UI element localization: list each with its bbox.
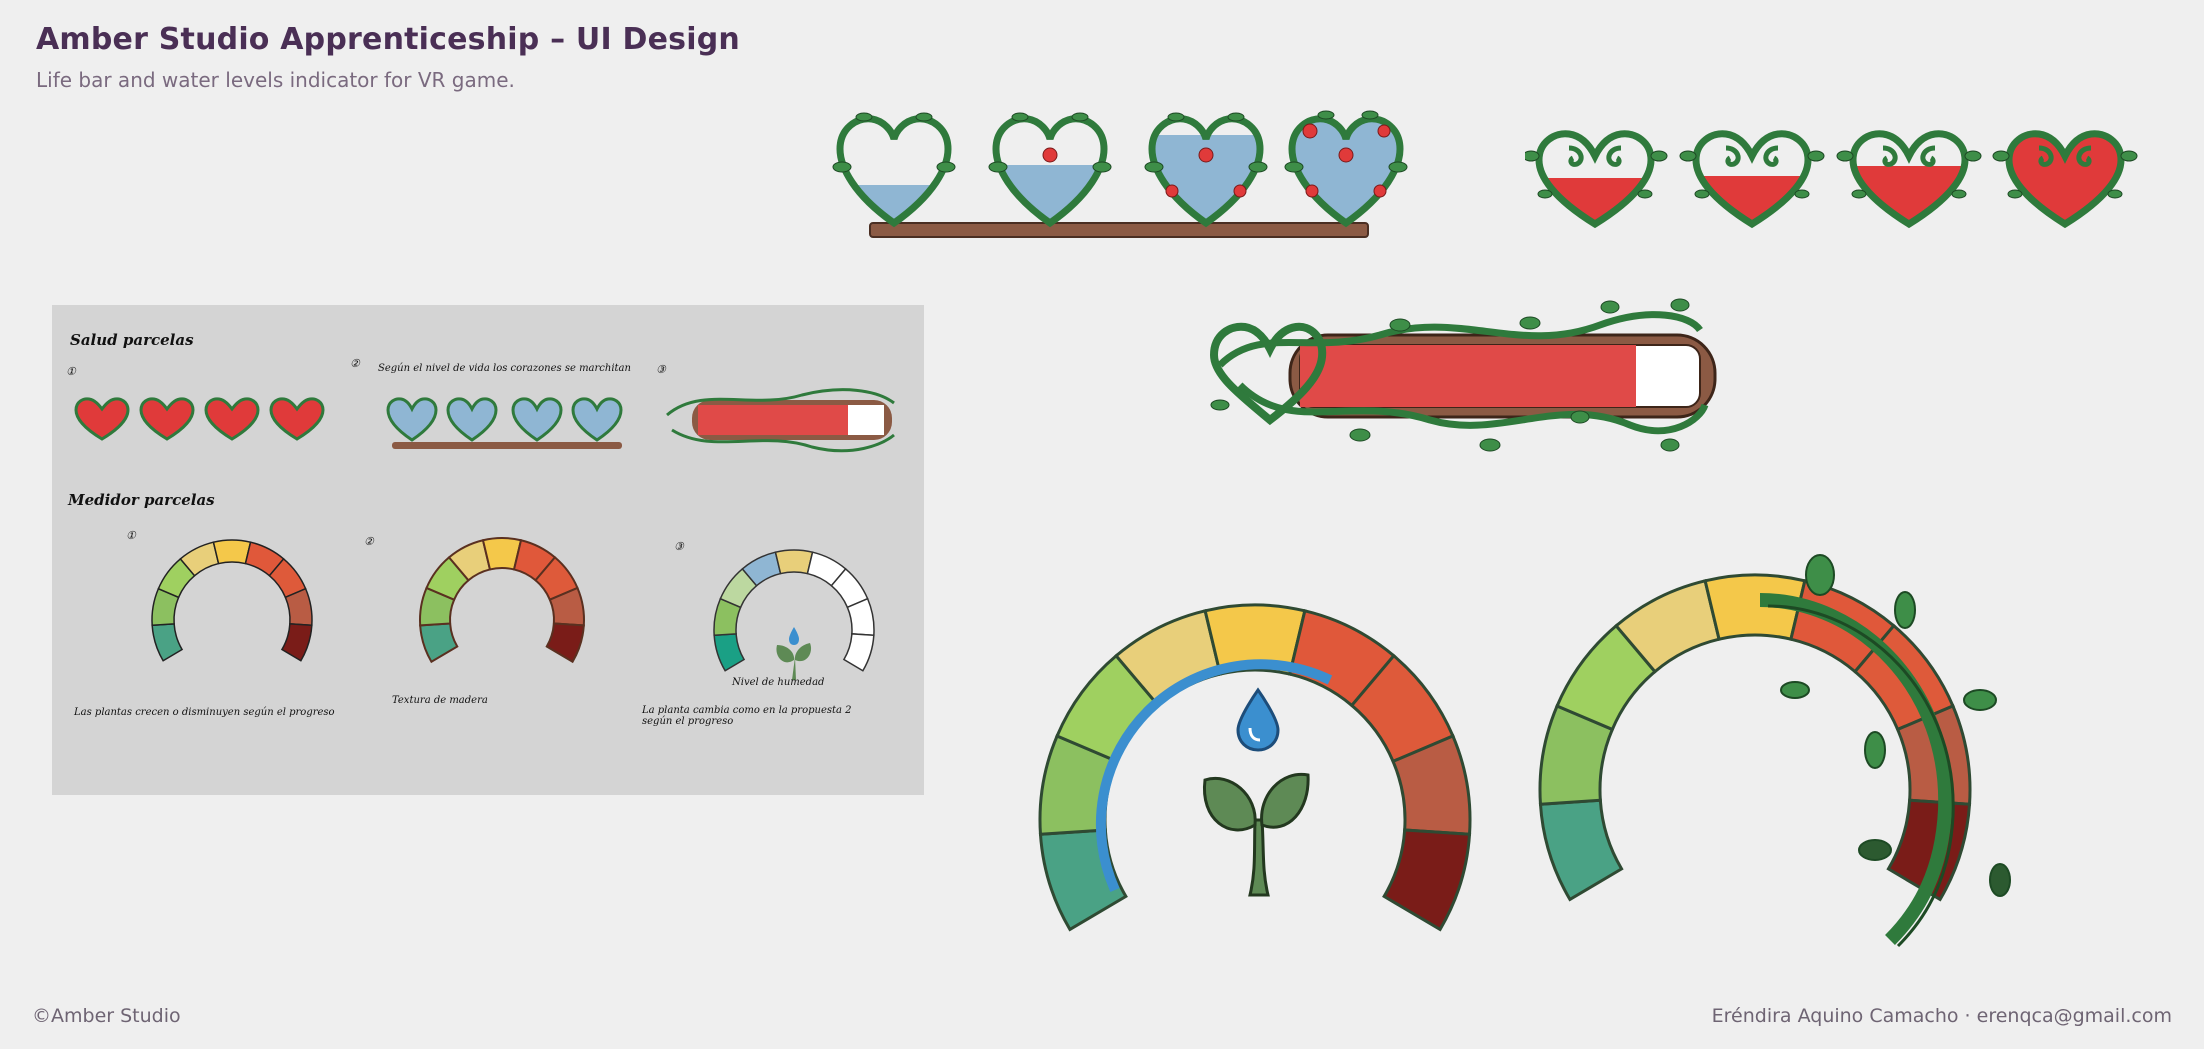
sketch-note-gauge-3-label: Nivel de humedad [732, 677, 825, 688]
page-subtitle: Life bar and water levels indicator for … [36, 68, 515, 92]
sketch-section-2-title: Medidor parcelas [68, 491, 215, 509]
gauge-segment [212, 539, 252, 565]
sketch-note-gauge-3: La planta cambia como en la propuesta 2 … [642, 705, 852, 727]
gauge-segment [481, 537, 523, 571]
gauge-segment [713, 633, 746, 672]
gauge-segment [1349, 653, 1455, 764]
gauge-segment [545, 622, 585, 664]
gauge-segment [842, 633, 875, 672]
gauge-segment [1538, 798, 1624, 902]
page-title: Amber Studio Apprenticeship – UI Design [36, 22, 740, 57]
water-heart-4 [1284, 110, 1408, 228]
sketch-health-hearts [74, 397, 325, 441]
sketch-water-hearts [386, 397, 623, 449]
leaf-icon [1989, 863, 2011, 897]
sketch-gauge-2 [419, 537, 585, 664]
gauge-segment [846, 597, 875, 637]
gauge-segment [830, 567, 869, 609]
gauge-segment [806, 551, 847, 587]
gauge-segment [179, 541, 220, 577]
gauge-segment [534, 555, 579, 601]
water-drop-icon [1236, 687, 1280, 752]
leaf-icon [1780, 681, 1810, 699]
footer-author: Eréndira Aquino Camacho · erenqca@gmail.… [1711, 1005, 2172, 1027]
health-heart-1 [1525, 134, 1667, 228]
gauge-segment [268, 557, 307, 599]
gauge-segment [157, 557, 196, 599]
gauge-segment [1538, 704, 1615, 806]
leaf-icon [1858, 839, 1892, 861]
water-heart-1 [832, 112, 956, 228]
health-hearts-indicator [1525, 120, 2150, 230]
water-level-gauge [1038, 603, 1472, 932]
gauge-segment [512, 539, 557, 582]
life-bar-fill [1300, 345, 1636, 407]
health-heart-4 [1993, 134, 2137, 228]
growth-gauge [1538, 554, 2011, 948]
sketch-number-2b: ② [364, 535, 374, 548]
gauge-segment [1203, 603, 1307, 676]
sketch-number-3b: ③ [674, 540, 684, 553]
gauge-segment [1555, 623, 1658, 732]
gauge-segment [280, 623, 313, 662]
gauge-segment [1703, 573, 1807, 642]
gauge-segment [1287, 609, 1396, 708]
health-heart-2 [1680, 134, 1824, 228]
sketch-number-2: ② [350, 357, 360, 370]
sketch-number-1: ① [66, 365, 76, 378]
sketch-gauge-3 [713, 549, 875, 680]
sketch-gauge-1 [151, 539, 313, 662]
sketch-section-1-title: Salud parcelas [70, 331, 194, 349]
gauge-segment [419, 622, 459, 664]
leaf-icon [1963, 689, 1997, 711]
sketch-number-1b: ① [126, 529, 136, 542]
sketch-life-bar [666, 388, 895, 453]
sprout-icon [1202, 772, 1310, 897]
footer-copyright: ©Amber Studio [32, 1005, 181, 1027]
sketch-number-3: ③ [656, 363, 666, 376]
gauge-segment [1614, 579, 1721, 674]
gauge-segment [548, 586, 585, 627]
gauge-segment [244, 541, 285, 577]
leaf-icon [1864, 731, 1886, 769]
water-hearts-indicator [832, 110, 1408, 238]
gauge-segment [713, 597, 742, 637]
water-heart-3 [1144, 112, 1268, 228]
gauge-segment [284, 587, 313, 627]
gauge-segment [419, 586, 456, 627]
soil-bar [869, 222, 1369, 238]
health-heart-3 [1837, 134, 1981, 228]
gauge-segment [151, 587, 180, 627]
gauge-segment [741, 551, 782, 587]
gauge-segment [151, 623, 184, 662]
sketch-note-hearts: Según el nivel de vida los corazones se … [378, 363, 631, 374]
leaf-icon [1894, 591, 1916, 629]
water-heart-2 [988, 112, 1112, 228]
gauge-segment [1391, 734, 1472, 836]
life-bar [1209, 298, 1717, 452]
sketch-note-gauge-2: Textura de madera [392, 695, 488, 706]
gauge-segment [1382, 828, 1472, 932]
gauge-segment [774, 549, 814, 575]
gauge-segment [447, 539, 492, 582]
gauge-segment [719, 567, 758, 609]
sketch-note-gauge-1: Las plantas crecen o disminuyen según el… [74, 707, 335, 718]
sketch-panel: Salud parcelas ① ② Según el nivel de vid… [52, 305, 924, 795]
leaf-icon [1805, 554, 1835, 596]
